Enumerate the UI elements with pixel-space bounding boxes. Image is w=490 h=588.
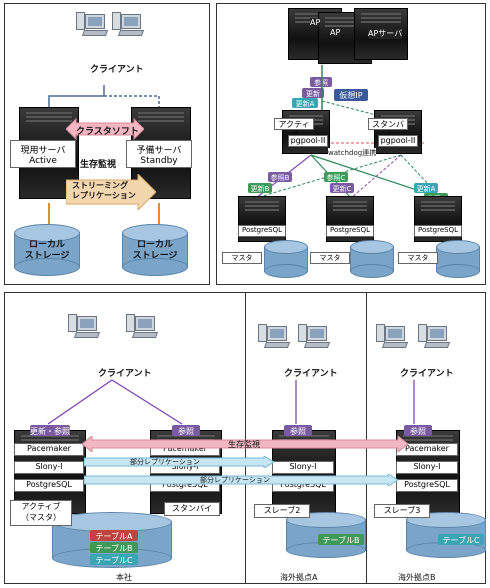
client-label: クライアント <box>90 65 144 75</box>
pacemaker-hq-active: Pacemaker <box>14 443 84 456</box>
pacemaker-site-b: Pacemaker <box>396 443 458 456</box>
tag-ref-a: 参照 <box>284 425 312 436</box>
survival-monitoring-arrow <box>82 436 408 452</box>
postgresql-label-1: PostgreSQL <box>238 225 286 237</box>
watchdog-label: watchdog連携 <box>328 148 377 158</box>
local-storage-right <box>122 224 188 276</box>
slony-site-b: Slony-I <box>396 461 458 474</box>
local-storage-left <box>14 224 80 276</box>
site-divider <box>245 292 246 584</box>
partial-replication-arrow-1 <box>84 456 274 468</box>
tag-ref-b: 参照 <box>404 425 432 436</box>
client-a-label: クライアント <box>284 369 338 379</box>
tag-ref-b: 参照B <box>268 172 292 182</box>
ap-label: AP <box>310 18 321 27</box>
bottom-client-lines <box>47 379 415 425</box>
table-c-site-b-badge: テーブルC <box>438 534 484 545</box>
client-connection-lines <box>48 85 160 225</box>
master-label-1: マスタ <box>222 252 262 264</box>
tag-update-ref: 更新・参照 <box>30 425 70 436</box>
standby-server-label: 予備サーバ Standby <box>126 140 192 168</box>
tag-ref: 参照 <box>310 77 332 87</box>
partial-replication-label-1: 部分レプリケーション <box>130 458 200 466</box>
master-db-1 <box>264 240 308 278</box>
ap-server-label: APサーバ <box>368 28 403 39</box>
slony-site-a: Slony-I <box>272 461 334 474</box>
partial-replication-arrow-2 <box>84 474 398 486</box>
slony-hq-active: Slony-I <box>14 461 84 474</box>
slave3-label: スレーブ3 <box>374 504 430 518</box>
local-storage-left-label: ローカル ストレージ <box>24 240 70 261</box>
active-server-label: 現用サーバ Active <box>10 140 76 168</box>
tag-update-a-low: 更新A <box>414 183 438 193</box>
active-master-label: アクティブ （マスタ） <box>10 500 72 526</box>
pgpool-left-label: pgpool-II <box>288 135 328 147</box>
region-a-label: 海外拠点A <box>280 573 318 582</box>
tag-ref: 参照 <box>172 425 200 436</box>
postgresql-site-b: PostgreSQL <box>396 479 458 492</box>
region-b-label: 海外拠点B <box>398 573 436 582</box>
client-b-label: クライアント <box>400 369 454 379</box>
postgresql-label-3: PostgreSQL <box>414 225 462 237</box>
streaming-replication-arrow <box>66 174 156 210</box>
tag-ref-c: 参照C <box>324 172 348 182</box>
active-label: アクティブ <box>274 118 314 140</box>
heartbeat-label: 生存監視 <box>80 160 117 170</box>
pgpool-standby-server <box>374 110 422 154</box>
site-divider <box>366 292 367 584</box>
master-db-3 <box>436 240 480 278</box>
tag-update: 更新 <box>302 88 324 98</box>
tag-update-b: 更新B <box>248 183 272 193</box>
table-b-badge: テーブルB <box>90 542 138 553</box>
pgpool-right-label: pgpool-II <box>378 135 418 147</box>
master-label-2: マスタ <box>310 252 350 264</box>
streaming-replication-label: ストリーミング レプリケーション <box>72 181 136 200</box>
standby-label: スタンバイ <box>368 118 408 140</box>
table-b-site-a-badge: テーブルB <box>318 534 364 545</box>
postgresql-hq-active: PostgreSQL <box>14 479 84 492</box>
tag-update-a: 更新A <box>292 98 318 108</box>
local-storage-right-label: ローカル ストレージ <box>132 240 178 261</box>
slave2-label: スレーブ2 <box>254 504 310 518</box>
region-hq-label: 本社 <box>116 573 132 582</box>
ap-label: AP <box>330 28 341 37</box>
master-label-3: マスタ <box>398 252 438 264</box>
survival-monitoring-label: 生存監視 <box>228 440 260 449</box>
table-c-badge: テーブルC <box>90 554 138 565</box>
master-db-2 <box>350 240 394 278</box>
table-a-badge: テーブルA <box>90 530 138 541</box>
standby-label: スタンバイ <box>164 502 220 516</box>
postgresql-label-2: PostgreSQL <box>326 225 374 237</box>
client-hq-label: クライアント <box>98 369 152 379</box>
virtual-ip-badge: 仮想IP <box>334 89 368 101</box>
cluster-software-arrow <box>66 118 144 140</box>
partial-replication-label-2: 部分レプリケーション <box>200 476 270 484</box>
tag-update-c: 更新C <box>330 183 354 193</box>
cluster-software-label: クラスタソフト <box>76 127 139 137</box>
